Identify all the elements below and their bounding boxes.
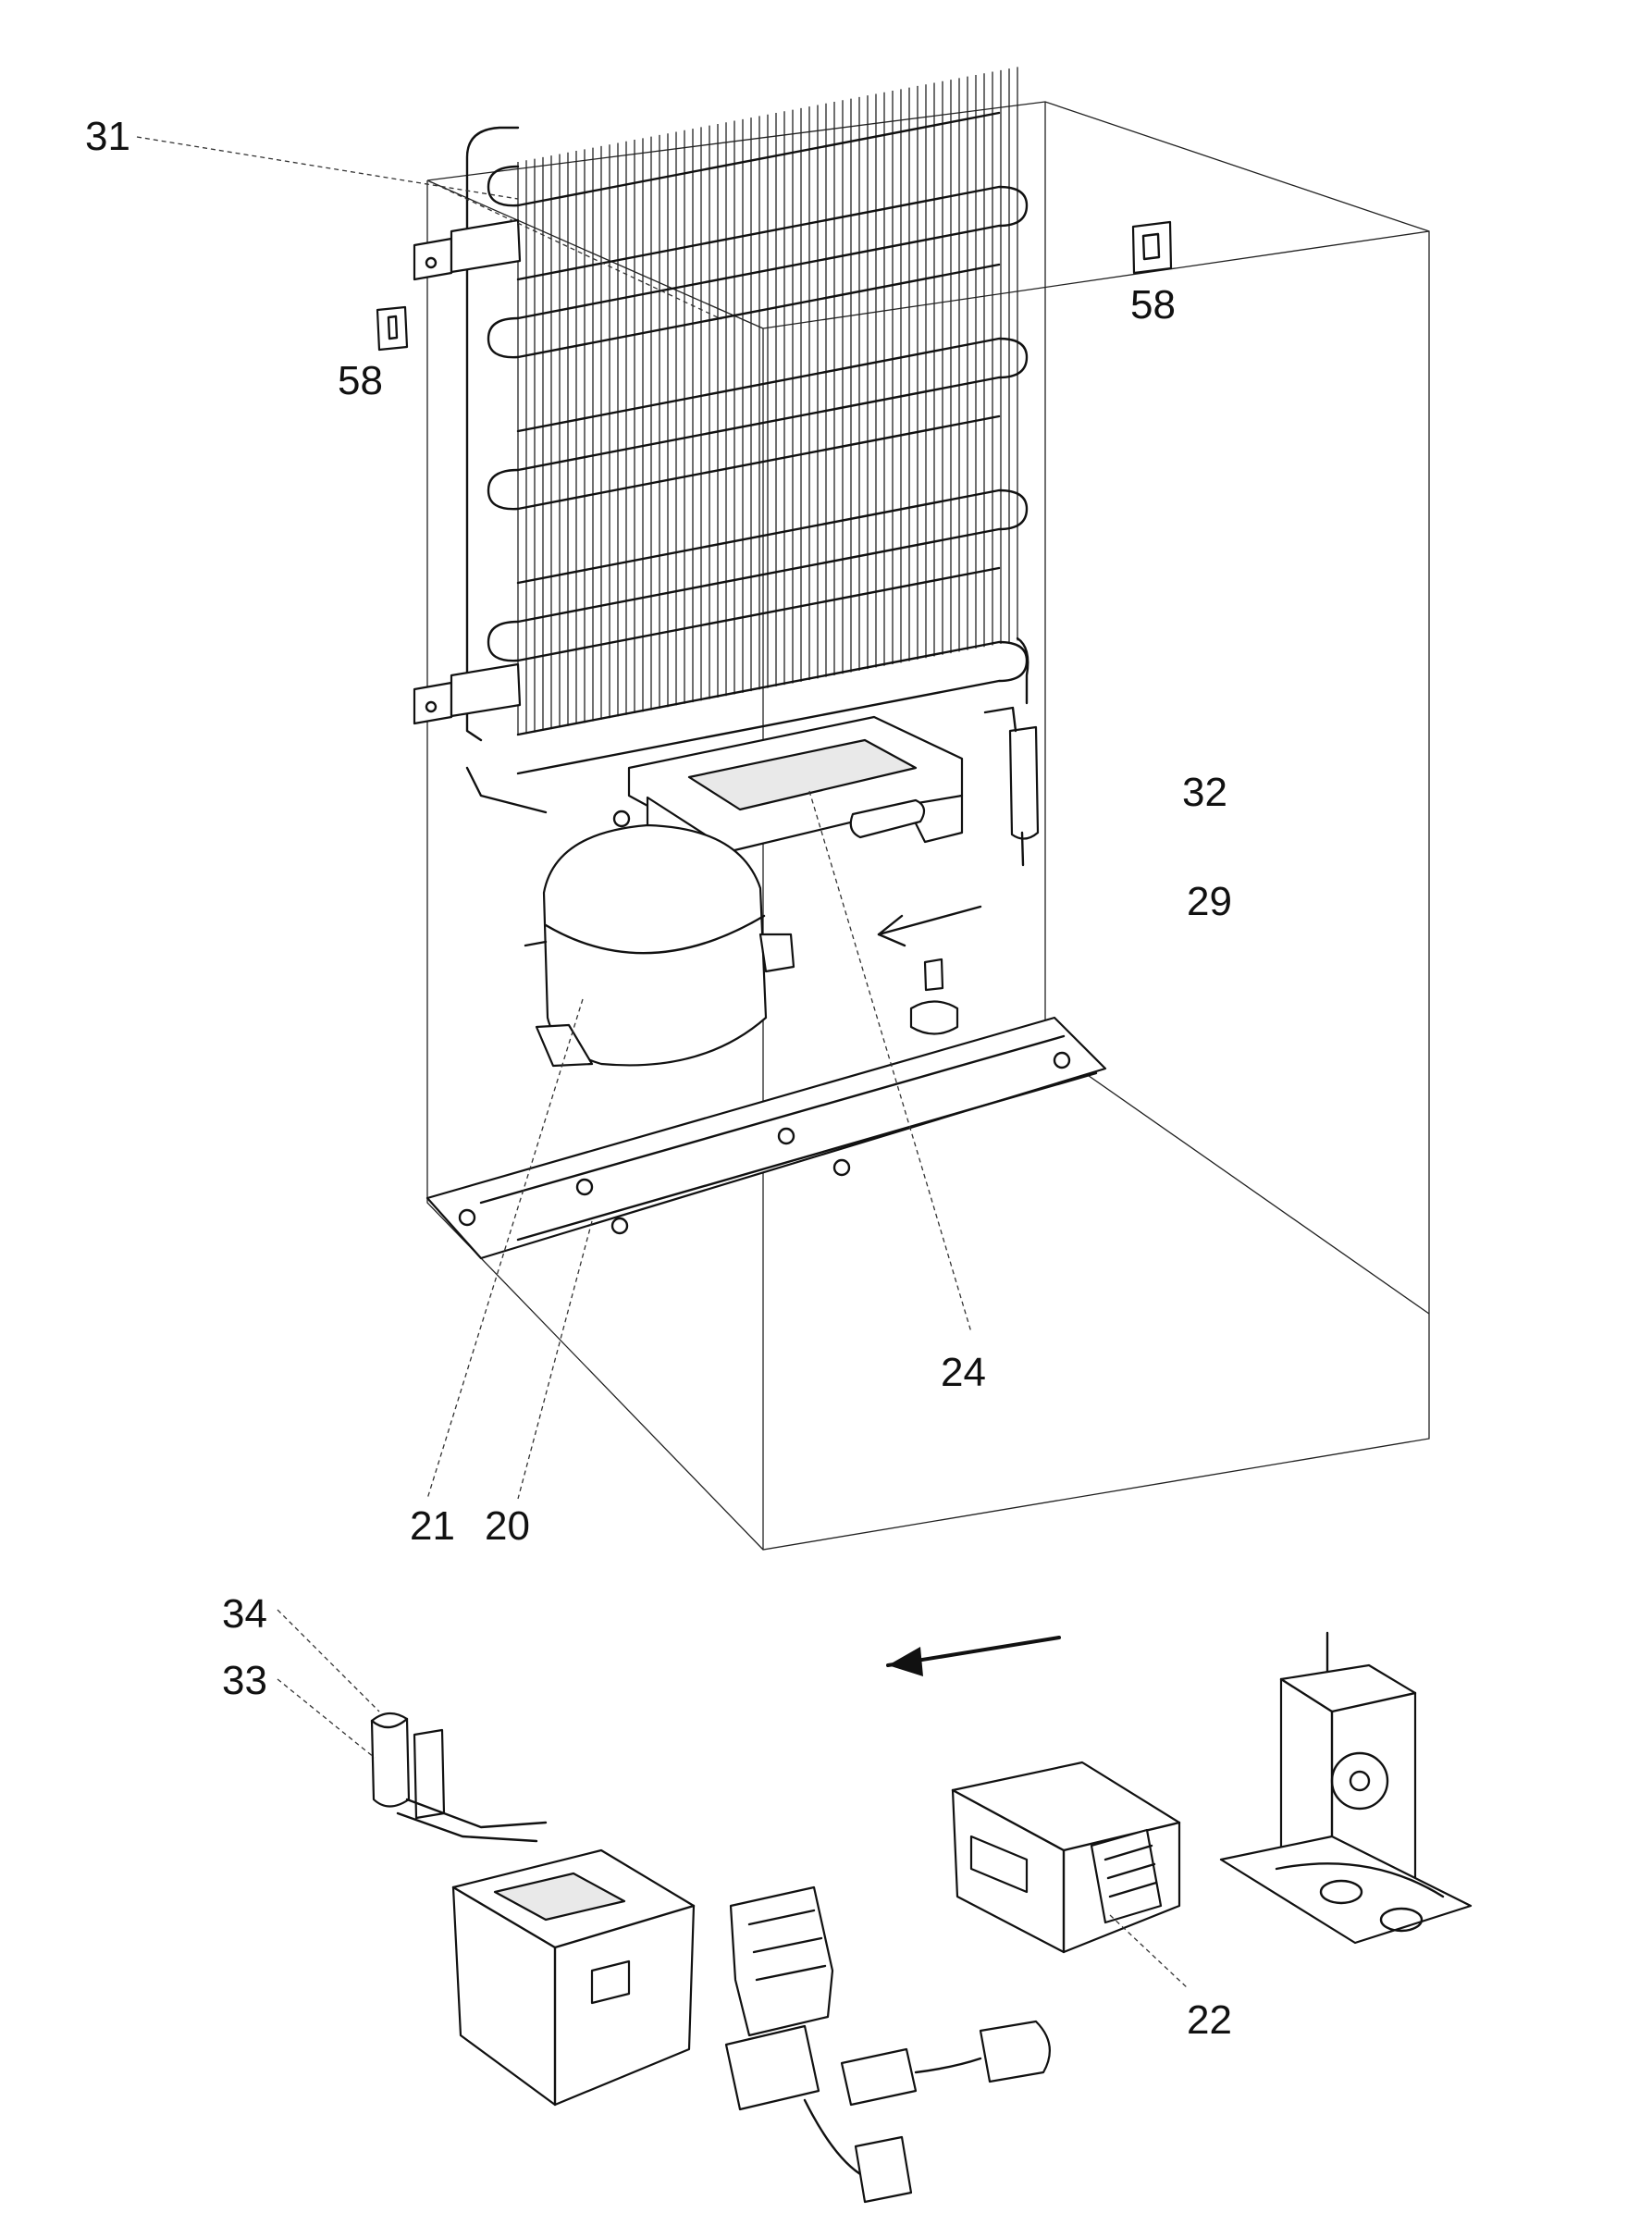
small-parts bbox=[849, 798, 982, 1035]
part-label-24: 24 bbox=[941, 1350, 986, 1395]
part-label-34: 34 bbox=[222, 1591, 267, 1637]
part-label-31: 31 bbox=[85, 114, 130, 159]
part-label-20: 20 bbox=[485, 1503, 530, 1549]
filter-drier bbox=[983, 706, 1040, 867]
part-label-33: 33 bbox=[222, 1658, 267, 1703]
compressor bbox=[524, 810, 795, 1068]
relay-cover bbox=[451, 1848, 696, 2107]
condenser-tube-loop bbox=[487, 111, 1001, 207]
mounting-plate bbox=[1219, 1631, 1473, 1945]
condenser-tube-loop bbox=[516, 185, 1029, 320]
part-label-58-left: 58 bbox=[338, 358, 383, 403]
clip-left bbox=[376, 305, 409, 352]
condenser-tube-loop bbox=[487, 263, 1001, 359]
part-label-22: 22 bbox=[1187, 1997, 1232, 2043]
condenser-tube-loop bbox=[516, 337, 1029, 472]
leader-lines bbox=[136, 136, 1190, 1990]
condenser-tube-loop bbox=[487, 566, 1001, 662]
condenser-coil bbox=[465, 67, 1029, 814]
condenser-tube-loop bbox=[516, 640, 1029, 775]
coil-bracket-top bbox=[413, 218, 522, 281]
part-label-29: 29 bbox=[1187, 879, 1232, 924]
direction-arrow bbox=[886, 1636, 1061, 1676]
drip-tray bbox=[627, 715, 964, 881]
clip-right bbox=[1131, 220, 1173, 275]
condenser-tube-loop bbox=[516, 488, 1029, 624]
part-label-58-right: 58 bbox=[1130, 282, 1176, 328]
condenser-tube-loop bbox=[487, 414, 1001, 511]
starter-relay bbox=[724, 1885, 1051, 2204]
thermostat-sensor bbox=[370, 1712, 548, 1843]
base-rail bbox=[425, 1016, 1107, 1260]
part-label-32: 32 bbox=[1182, 770, 1227, 815]
coil-bracket-bottom bbox=[413, 662, 522, 725]
part-label-21: 21 bbox=[410, 1503, 455, 1549]
overload-protector bbox=[951, 1761, 1181, 1954]
